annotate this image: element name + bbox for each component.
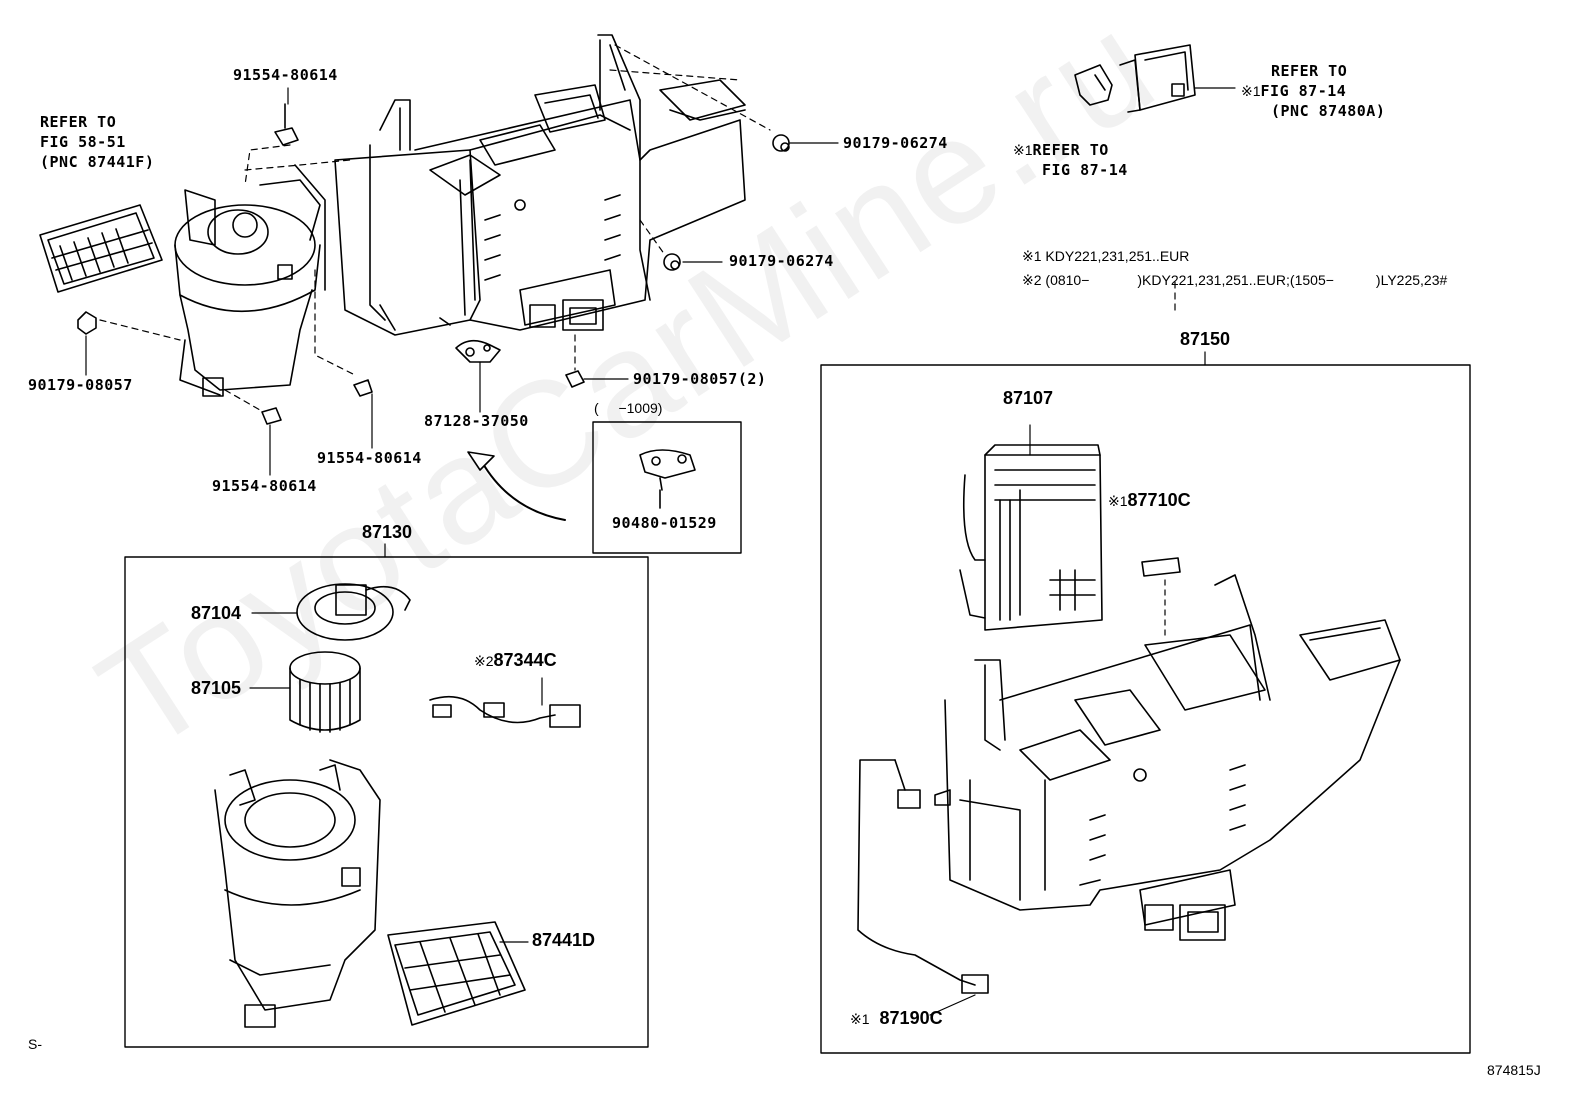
curved-arrow [467,451,566,521]
part-87107[interactable]: 87107 [1003,388,1054,408]
inset-box [592,421,742,554]
part-87128-37050[interactable]: 87128-37050 [424,412,529,430]
ref-r-line-1: REFER TO [1271,62,1348,80]
part-87344C[interactable]: ※287344C [474,650,557,670]
mark-87710C: ※1 [1108,493,1128,509]
sensor-wire-drawing [857,759,989,1016]
assembly-87150[interactable]: 87150 [1180,329,1231,349]
part-87104[interactable]: 87104 [191,603,242,623]
applicability-note-2: ※2 (0810− )KDY221,231,251..EUR;(1505− )LY2… [1022,272,1447,289]
ref-fig-87-14-pnc[interactable]: REFER TO ※1FIG 87-14 (PNC 87480A) [1241,61,1385,121]
blower-case-drawing [214,759,381,1028]
unit-87150-drawing [934,574,1401,941]
evaporator-drawing [959,424,1103,631]
ref-r-mark: ※1 [1241,83,1261,99]
label-87710C: 87710C [1127,490,1191,510]
ref-line-1: REFER TO [40,113,117,131]
part-90480-01529[interactable]: 90480-01529 [612,514,717,532]
part-87710C[interactable]: ※187710C [1108,490,1191,510]
date-range-label: ( −1009) [594,400,662,417]
mark-87190C: ※1 [850,1011,870,1027]
part-90179-08057-left[interactable]: 90179-08057 [28,376,133,394]
part-90179-08057-2[interactable]: 90179-08057(2) [633,370,767,388]
part-90179-06274-b[interactable]: 90179-06274 [729,252,834,270]
part-91554-80614-mid[interactable]: 91554-80614 [317,449,422,467]
ref-m-mark: ※1 [1013,142,1033,158]
part-87190C[interactable]: ※1 87190C [850,1008,943,1028]
date-range-open: ( [594,400,599,416]
part-87105[interactable]: 87105 [191,678,242,698]
ref-m-line-1: REFER TO [1032,141,1109,159]
box-87130-frame [124,543,649,1048]
ref-line-2: FIG 58-51 [40,133,126,151]
applicability-note-2c: )LY225,23# [1375,272,1448,288]
label-87344C: 87344C [493,650,557,670]
main-unit-drawing [334,34,746,336]
label-87190C: 87190C [879,1008,943,1028]
part-87441D[interactable]: 87441D [532,930,596,950]
ref-fig-87-14[interactable]: ※1REFER TO FIG 87-14 [1013,140,1127,180]
ref-r-line-3: (PNC 87480A) [1271,102,1386,120]
ref-m-line-2: FIG 87-14 [1042,161,1128,179]
box-87150-frame [820,351,1471,1054]
filter-drawing [387,921,529,1026]
applicability-note-2a: ※2 (0810− [1022,272,1090,288]
figure-id: 874815J [1487,1062,1541,1078]
blower-fan-drawing [249,651,361,733]
part-91554-80614-top[interactable]: 91554-80614 [233,66,338,84]
ref-fig-58-51[interactable]: REFER TO FIG 58-51 (PNC 87441F) [40,112,154,172]
mark-87344C: ※2 [474,653,494,669]
wire-harness-drawing [429,677,581,728]
applicability-note-1: ※1 KDY221,231,251..EUR [1022,248,1190,264]
resistor-connector-drawing [1074,44,1236,113]
assembly-87130[interactable]: 87130 [362,522,413,542]
date-range-end: −1009) [618,400,663,416]
ref-r-line-2: FIG 87-14 [1260,82,1347,100]
thermistor-drawing [1141,557,1181,641]
applicability-note-2b: )KDY221,231,251..EUR;(1505− [1137,272,1334,288]
part-90179-06274-a[interactable]: 90179-06274 [843,134,948,152]
solid-leaders-top [85,87,839,476]
part-91554-80614-low[interactable]: 91554-80614 [212,477,317,495]
dashed-leaders-top [99,44,1176,411]
blower-motor-drawing [251,583,411,641]
blower-assembly-drawing [174,164,326,397]
corner-mark: S- [28,1036,42,1052]
fastener-drawings-top [77,103,790,425]
inlet-grille-drawing [39,204,163,293]
ref-line-3: (PNC 87441F) [40,153,155,171]
